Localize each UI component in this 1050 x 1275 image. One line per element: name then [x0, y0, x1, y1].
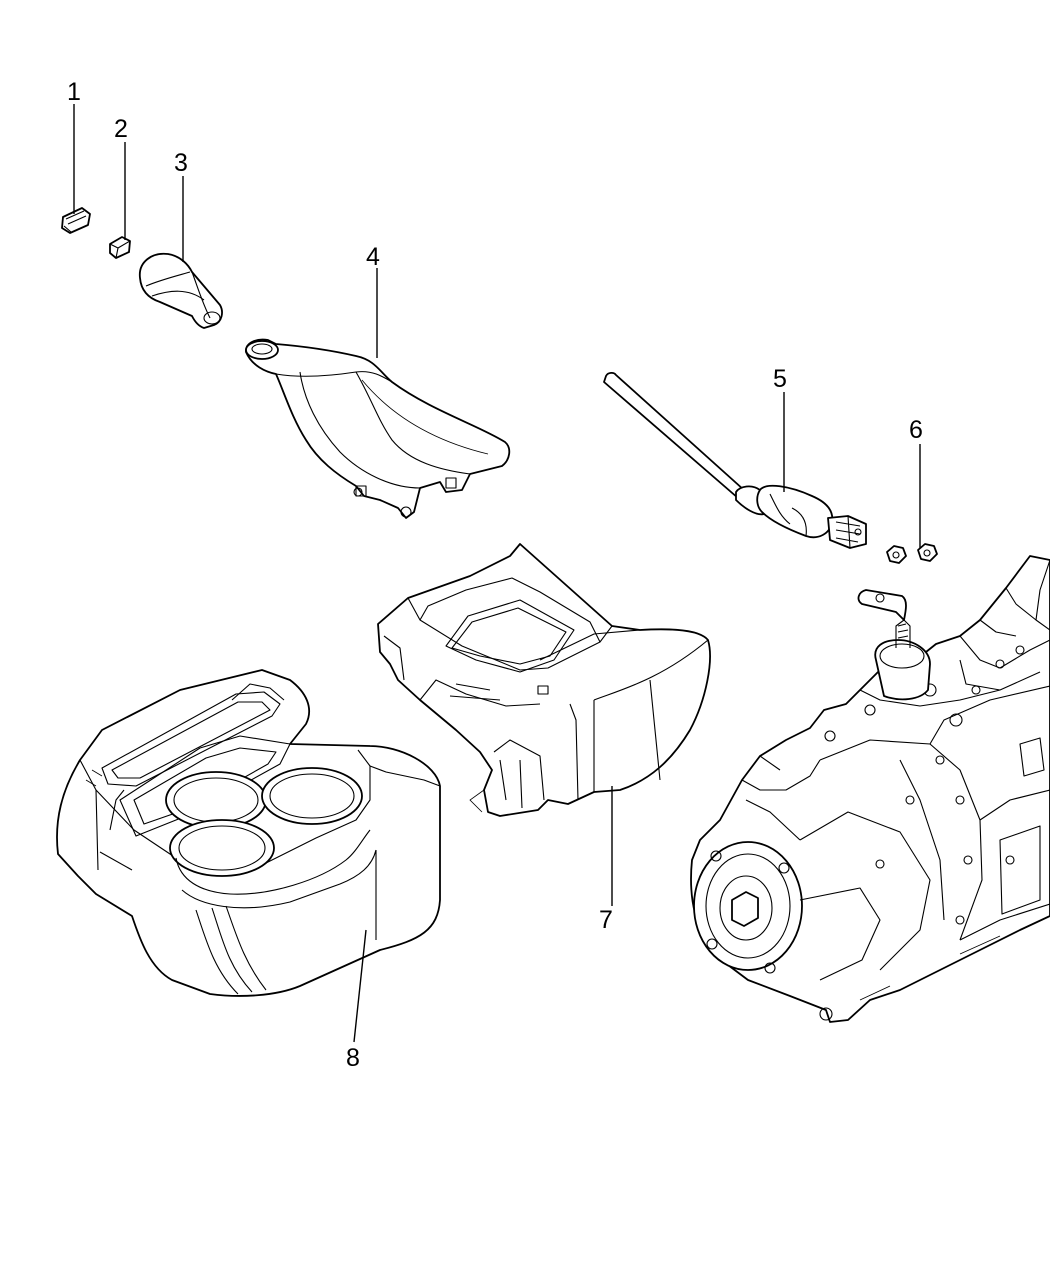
leader-lines	[73, 104, 921, 1043]
callout-6: 6	[909, 416, 923, 444]
part-2-bushing	[109, 236, 131, 259]
callout-3: 3	[174, 149, 188, 177]
callout-8: 8	[346, 1044, 360, 1072]
part-3-shift-knob	[139, 252, 223, 329]
part-7-console-base	[377, 543, 711, 817]
callout-5: 5	[773, 365, 787, 393]
part-6-nuts	[886, 543, 938, 564]
callout-labels: 1 2 3 4 5 6 7 8	[67, 78, 923, 1072]
transmission-assembly	[690, 555, 1050, 1023]
leader-line-8	[353, 929, 367, 1043]
callout-2: 2	[114, 115, 128, 143]
part-5-gearshift-lever	[603, 371, 867, 549]
callout-4: 4	[366, 243, 380, 271]
part-8-center-console	[56, 669, 441, 997]
part-1-clip	[61, 207, 91, 234]
callout-1: 1	[67, 78, 81, 106]
callout-7: 7	[599, 906, 613, 934]
part-4-shift-boot	[245, 338, 511, 519]
